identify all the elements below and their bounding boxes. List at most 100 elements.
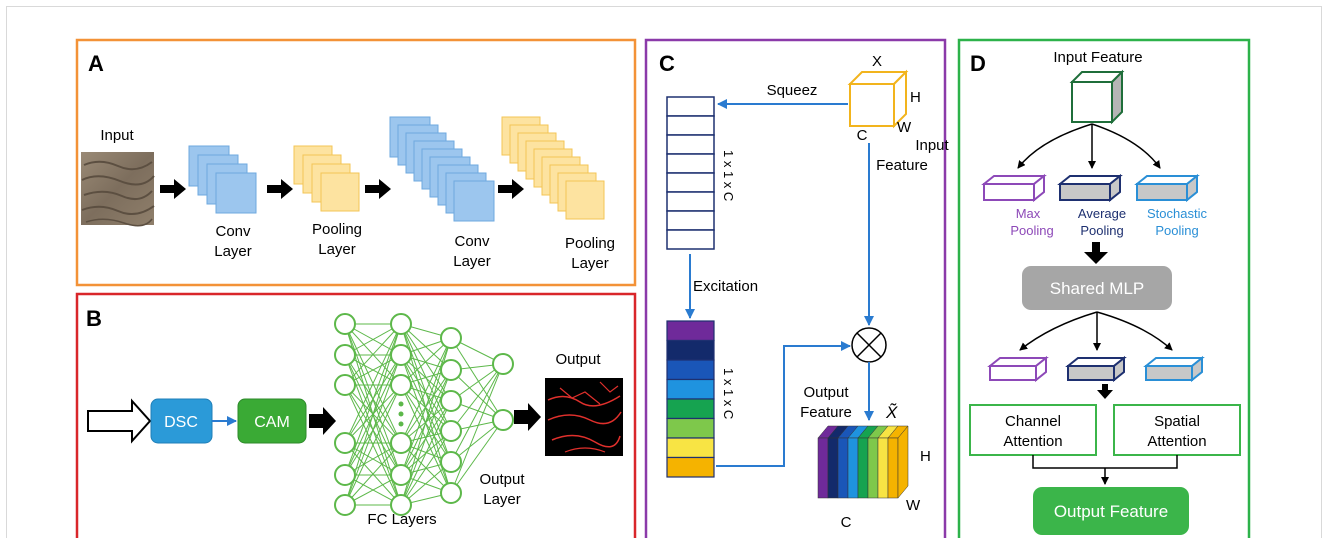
arrow-b1	[309, 407, 336, 435]
avg-pooling-label-l1: Average	[1078, 206, 1126, 221]
arrow-b2	[514, 403, 541, 431]
panel-c-border	[644, 38, 947, 538]
dim-label-top: 1 x 1 x C	[721, 150, 736, 201]
arrow-a3	[365, 179, 391, 199]
squeeze-cell	[666, 229, 715, 250]
branch-to-max	[1017, 123, 1093, 169]
stoch-pooling-label-l2: Pooling	[1155, 223, 1198, 238]
panel-d-label: D	[970, 51, 986, 76]
pooling-layer-2-label-l2: Layer	[571, 255, 609, 272]
pooling-layer-1-label-l1: Pooling	[312, 221, 362, 238]
arrow-a4	[498, 179, 524, 199]
excitation-cell	[666, 398, 715, 420]
max-pooling-label-l1: Max	[1016, 206, 1041, 221]
to-mlp-arrow	[1084, 242, 1108, 264]
output-crack-image	[545, 378, 623, 456]
channel-attention-box	[969, 404, 1097, 456]
fc-connection	[450, 337, 504, 421]
fc-connection	[450, 363, 504, 463]
dsc-label: DSC	[164, 414, 198, 431]
x-tilde-label: X̃	[885, 402, 898, 422]
input-feature-cube-c	[847, 69, 909, 129]
max-slab-2	[987, 355, 1049, 383]
channel-attention-label-l1: Channel	[1005, 413, 1061, 430]
output-slice-front	[827, 437, 839, 499]
excitation-cell	[666, 320, 715, 342]
fc-connection	[344, 323, 402, 476]
average-pooling-slab	[1057, 173, 1123, 203]
out-w-label: W	[906, 497, 921, 514]
panel-a: A Input Conv Layer	[75, 38, 637, 287]
ellipsis-dot	[398, 401, 404, 407]
excitation-cell	[666, 378, 715, 400]
c-label: C	[857, 127, 868, 144]
avg-slab-2	[1065, 355, 1127, 383]
output-feature-label-l1: Output	[803, 384, 849, 401]
fc-neuron	[440, 390, 462, 412]
output-slice-front	[887, 437, 899, 499]
squeeze-vector	[666, 96, 715, 250]
h-label: H	[910, 89, 921, 106]
fc-connection	[344, 323, 402, 444]
panel-c: C X H W C Input Feature Squeez 1 x 1 x C…	[644, 38, 950, 538]
fc-neuron	[390, 432, 412, 454]
fc-neuron	[440, 359, 462, 381]
fc-neuron	[390, 464, 412, 486]
fc-neuron	[334, 374, 356, 396]
input-sand-image	[81, 152, 155, 227]
mlp-branch-right	[1096, 311, 1173, 351]
fc-connection	[400, 337, 452, 386]
output-feature-label-l2: Feature	[800, 404, 852, 421]
figure-frame	[6, 6, 1322, 538]
fc-connection	[450, 419, 504, 494]
output-layer-label-l2: Layer	[483, 491, 521, 508]
fc-neuron	[334, 464, 356, 486]
max-pooling-slab	[981, 173, 1047, 203]
fc-connection	[400, 337, 452, 476]
out-h-label: H	[920, 448, 931, 465]
hollow-input-arrow	[87, 398, 152, 444]
squeeze-label: Squeez	[767, 82, 818, 99]
conv-layer-2-label-l1: Conv	[454, 233, 490, 250]
stoch-slab-2	[1143, 355, 1205, 383]
panel-d: D Input Feature Max Pooling Ave	[957, 38, 1251, 538]
fc-neuron	[440, 327, 462, 349]
fc-network	[334, 313, 514, 516]
panel-a-border	[75, 38, 637, 287]
branch-to-stoch	[1091, 123, 1161, 169]
output-slice-side	[897, 425, 909, 499]
output-slice-front	[837, 437, 849, 499]
cam-box	[237, 398, 307, 444]
fc-neuron	[390, 374, 412, 396]
output-feature-stack	[817, 425, 909, 499]
fc-connection	[344, 384, 402, 506]
panel-b-border	[75, 292, 637, 538]
output-feature-box	[1033, 487, 1189, 535]
cam-label: CAM	[254, 414, 290, 431]
input-feature-label-l2: Feature	[876, 157, 928, 174]
panel-d-border	[957, 38, 1251, 538]
spatial-attention-label-l1: Spatial	[1154, 413, 1200, 430]
x-label: X	[872, 53, 882, 70]
output-feature-label: Output Feature	[1054, 502, 1168, 521]
squeeze-cell	[666, 191, 715, 212]
pooling-layer-2-label-l1: Pooling	[565, 235, 615, 252]
squeeze-cell	[666, 96, 715, 117]
fc-connection	[400, 384, 452, 494]
panel-c-label: C	[659, 51, 675, 76]
fc-neuron	[440, 420, 462, 442]
conv-layer-1-label-l2: Layer	[214, 243, 252, 260]
out-c-label: C	[841, 514, 852, 531]
fc-layers-label: FC Layers	[367, 511, 436, 528]
mlp-branch-left	[1019, 311, 1098, 351]
squeeze-cell	[666, 153, 715, 174]
max-pooling-label-l2: Pooling	[1010, 223, 1053, 238]
to-attention-arrow	[1097, 384, 1113, 399]
avg-pooling-label-l2: Pooling	[1080, 223, 1123, 238]
excitation-cell	[666, 417, 715, 439]
excitation-label: Excitation	[693, 278, 758, 295]
conv-layer-1-stack	[188, 145, 257, 214]
fc-connection	[400, 337, 452, 444]
multiply-operator	[851, 327, 887, 363]
